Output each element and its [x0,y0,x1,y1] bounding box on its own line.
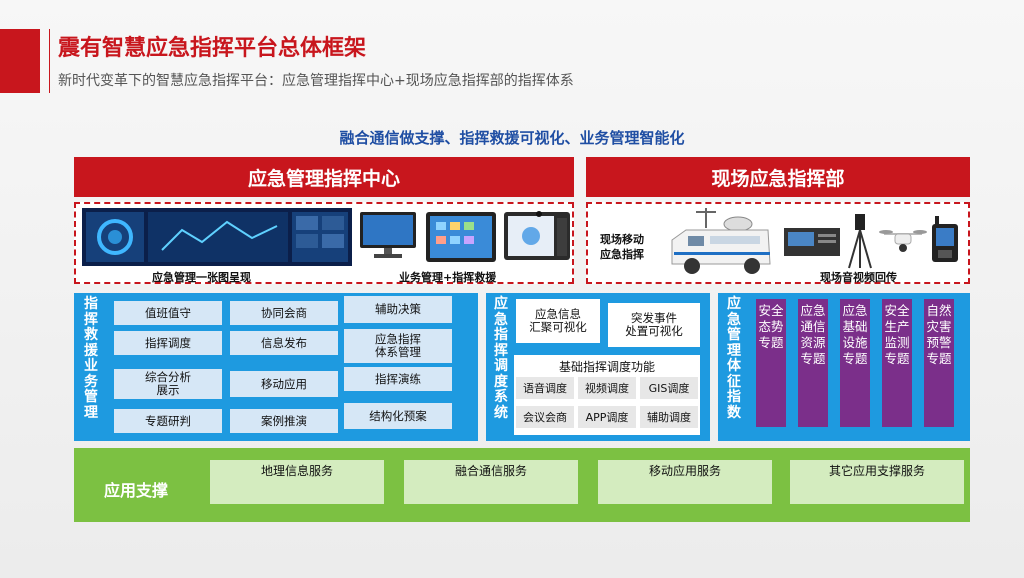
dispatch-system-panel: 应急指挥调度系统 应急信息 汇聚可视化 突发事件 处置可视化 基础指挥调度功能 … [486,293,710,441]
func-app: APP调度 [578,406,636,428]
cell-dispatch: 指挥调度 [114,331,222,355]
func-video: 视频调度 [578,377,636,399]
monitor-image [360,212,416,258]
cell-analysis: 综合分析 展示 [114,369,222,399]
func-meeting: 会议会商 [516,406,574,428]
service-unified-comm: 融合通信服务 [404,460,578,504]
caption-av-backhaul: 现场音视频回传 [820,271,897,284]
command-vehicle-image [671,208,771,274]
mobile-command-label: 现场移动 应急指挥 [600,233,644,261]
accent-bar [0,29,40,93]
caption-one-map: 应急管理一张图呈现 [152,271,251,284]
tripod-camera-image [848,214,872,269]
cell-case: 案例推演 [230,409,338,433]
cell-decision: 辅助决策 [344,296,452,323]
topic-production-monitoring: 安全生产监测专题 [882,299,912,427]
service-mobile-app: 移动应用服务 [598,460,772,504]
func-assist: 辅助调度 [640,406,698,428]
topic-safety-situation: 安全态势专题 [756,299,786,427]
service-other: 其它应用支撑服务 [790,460,964,504]
page-subtitle: 新时代变革下的智慧应急指挥平台：应急管理指挥中心+现场应急指挥部的指挥体系 [58,73,574,89]
cell-system-mgmt: 应急指挥 体系管理 [344,329,452,363]
service-gis: 地理信息服务 [210,460,384,504]
page-title: 震有智慧应急指挥平台总体框架 [58,36,367,61]
cell-study: 专题研判 [114,409,222,433]
tablet-image [426,212,496,262]
topic-comm-resources: 应急通信资源专题 [798,299,828,427]
handheld-terminal-image [932,216,958,262]
rack-device-image [784,228,840,256]
indicators-panel: 应急管理体征指数 安全态势专题 应急通信资源专题 应急基础设施专题 安全生产监测… [718,293,970,441]
title-divider [49,29,50,93]
tagline: 融合通信做支撑、指挥救援可视化、业务管理智能化 [339,129,685,147]
command-center-title: 应急管理指挥中心 [247,167,400,190]
cell-mobile-app: 移动应用 [230,371,338,397]
info-aggregation: 应急信息 汇聚可视化 [516,299,600,343]
caption-business-rescue: 业务管理+指挥救援 [399,271,497,284]
rescue-business-panel: 指挥救援业务管理 值班值守 协同会商 辅助决策 指挥调度 信息发布 应急指挥 体… [74,293,478,441]
incident-handling: 突发事件 处置可视化 [608,303,700,347]
func-voice: 语音调度 [516,377,574,399]
command-center-header: 应急管理指挥中心 [74,157,574,197]
cell-duty: 值班值守 [114,301,222,325]
app-support-title: 应用支撑 [104,481,169,500]
basic-functions-box: 基础指挥调度功能 语音调度 视频调度 GIS调度 会议会商 APP调度 辅助调度 [514,355,700,435]
basic-functions-title: 基础指挥调度功能 [558,360,655,374]
app-support-panel: 应用支撑 地理信息服务 融合通信服务 移动应用服务 其它应用支撑服务 [74,448,970,522]
field-command-box: 现场移动 应急指挥 现场音视频回传 [586,202,970,284]
cell-publish: 信息发布 [230,331,338,355]
cell-consult: 协同会商 [230,301,338,325]
drone-image [879,230,927,252]
func-gis: GIS调度 [640,377,698,399]
indicators-title: 应急管理体征指数 [727,296,741,421]
topic-infrastructure: 应急基础设施专题 [840,299,870,427]
topic-disaster-warning: 自然灾害预警专题 [924,299,954,427]
terminal-image [504,211,570,260]
field-command-title: 现场应急指挥部 [711,167,845,190]
command-center-box: 应急管理一张图呈现 业务管理+指挥救援 [74,202,574,284]
field-command-header: 现场应急指挥部 [586,157,970,197]
rescue-business-title: 指挥救援业务管理 [84,296,98,421]
screen-wall-image [82,208,352,266]
cell-drill: 指挥演练 [344,367,452,391]
dispatch-system-title: 应急指挥调度系统 [494,296,508,421]
cell-plan: 结构化预案 [344,403,452,429]
